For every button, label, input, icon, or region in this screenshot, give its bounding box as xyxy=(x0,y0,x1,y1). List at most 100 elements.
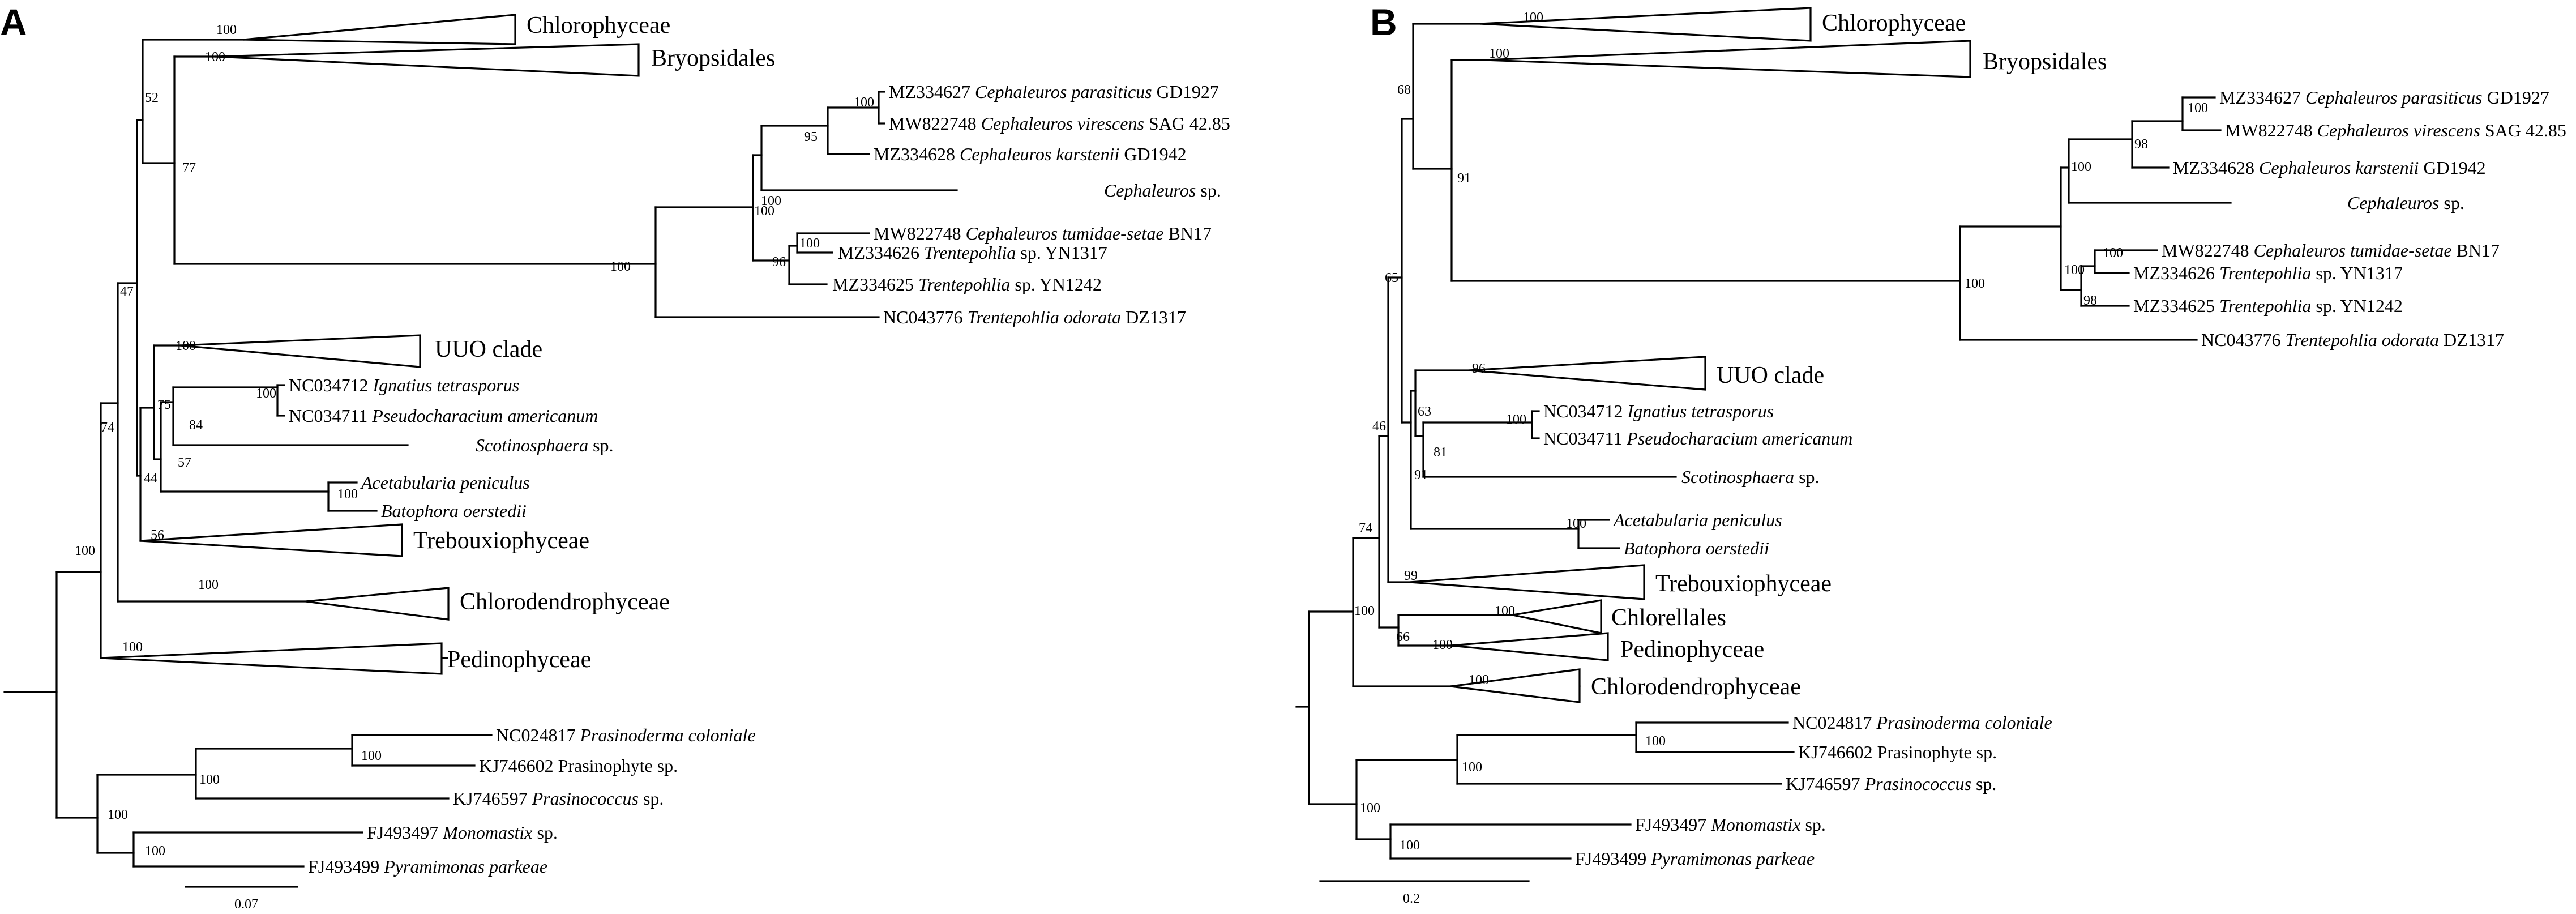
panel-letter: A xyxy=(0,1,27,43)
taxon-name-text: KJ746597 xyxy=(453,788,532,809)
clade-label: Trebouxiophyceae xyxy=(1655,571,1832,597)
taxon-name-text: MZ334628 xyxy=(2173,157,2259,178)
support-value: 100 xyxy=(754,204,774,219)
clade-label: Bryopsidales xyxy=(1983,49,2107,75)
taxon-name-text: DZ1317 xyxy=(2439,330,2504,350)
support-value: 100 xyxy=(1965,276,1985,291)
taxon-name-text: MZ334626 xyxy=(2133,263,2219,283)
taxon-name-text: KJ746597 xyxy=(1786,774,1865,794)
clade-triangle xyxy=(179,334,421,368)
taxon-name-italic: Pyramimonas parkeae xyxy=(383,856,547,877)
taxon-label: NC034712 Ignatius tetrasporus xyxy=(1543,401,1774,421)
clade-label: Bryopsidales xyxy=(651,45,775,71)
scale-bar-label: 0.07 xyxy=(234,897,258,912)
support-value: 100 xyxy=(2188,101,2208,116)
taxon-name-text: KJ746602 Prasinophyte sp. xyxy=(479,755,678,776)
taxon-label: Scotinosphaera sp. xyxy=(1681,467,1820,487)
support-value: 44 xyxy=(144,471,157,486)
taxon-label: FJ493499 Pyramimonas parkeae xyxy=(1575,848,1815,869)
taxon-label: MW822748 Cephaleuros tumidae-setae BN17 xyxy=(874,223,1212,244)
taxon-label: NC024817 Prasinoderma coloniale xyxy=(1792,712,2052,733)
clade-label: Chlorodendrophyceae xyxy=(460,589,670,615)
support-value: 100 xyxy=(1432,638,1453,652)
taxon-name-italic: Trentepohlia xyxy=(924,242,1016,263)
support-value: 100 xyxy=(145,844,165,859)
taxon-name-italic: Batophora oerstedii xyxy=(381,501,527,521)
clade-triangle xyxy=(1468,356,1706,391)
support-values: 100 100 52 77 100 95 100 100 96 100 100 … xyxy=(75,23,874,859)
taxon-name-text: MW822748 xyxy=(2225,120,2317,140)
taxon-label: Batophora oerstedii xyxy=(1624,538,1769,558)
taxon-name-text: GD1942 xyxy=(2419,157,2485,178)
taxon-label: Acetabularia peniculus xyxy=(360,472,530,493)
taxon-name-text: MW822748 xyxy=(889,113,981,134)
taxon-name-text: sp. xyxy=(1196,180,1221,200)
taxon-name-italic: Prasinococcus xyxy=(1864,774,1971,794)
support-value: 100 xyxy=(75,544,95,558)
taxon-name-text: NC024817 xyxy=(1792,712,1876,733)
support-value: 100 xyxy=(199,772,220,787)
support-value: 100 xyxy=(361,749,382,763)
support-value: 81 xyxy=(1434,445,1447,460)
taxon-label: KJ746602 Prasinophyte sp. xyxy=(1798,742,1997,762)
support-value: 100 xyxy=(205,50,225,65)
taxon-label: MW822748 Cephaleuros tumidae-setae BN17 xyxy=(2162,240,2500,260)
taxon-name-italic: Cephaleuros tumidae-setae xyxy=(2254,240,2452,260)
clade-triangle xyxy=(1512,599,1602,634)
clade-triangle xyxy=(1450,668,1581,703)
taxon-label: MZ334626 Trentepohlia sp. YN1317 xyxy=(2133,263,2403,283)
taxon-name-italic: Acetabularia peniculus xyxy=(1612,510,1782,530)
taxon-name-text: sp. xyxy=(532,822,557,843)
taxon-label: MZ334625 Trentepohlia sp. YN1242 xyxy=(832,274,1102,294)
support-value: 100 xyxy=(256,386,276,401)
taxon-name-italic: Cephaleuros parasiticus xyxy=(975,82,1152,102)
clade-label: Trebouxiophyceae xyxy=(413,528,589,554)
taxon-label: NC034711 Pseudocharacium americanum xyxy=(1543,428,1852,449)
taxon-name-italic: Trentepohlia xyxy=(2219,296,2311,316)
taxon-label: NC043776 Trentepohlia odorata DZ1317 xyxy=(2201,330,2504,350)
taxon-name-text: KJ746602 Prasinophyte sp. xyxy=(1798,742,1997,762)
taxon-name-italic: Cephaleuros xyxy=(2347,193,2439,213)
support-value: 100 xyxy=(854,95,874,110)
taxon-name-italic: Monomastix xyxy=(1710,814,1800,835)
taxon-label: FJ493497 Monomastix sp. xyxy=(367,822,558,843)
clade-label: Chlorodendrophyceae xyxy=(1591,674,1801,700)
taxon-label: MZ334627 Cephaleuros parasiticus GD1927 xyxy=(2219,87,2549,108)
support-value: 100 xyxy=(1462,760,1482,775)
taxon-label: MW822748 Cephaleuros virescens SAG 42.85 xyxy=(889,113,1230,134)
support-value: 100 xyxy=(176,339,196,353)
taxon-label: MZ334625 Trentepohlia sp. YN1242 xyxy=(2133,296,2403,316)
clade-triangle xyxy=(1484,40,1971,78)
clade-triangle xyxy=(1479,7,1812,42)
taxon-label: Cephaleuros sp. xyxy=(2347,193,2464,213)
support-value: 100 xyxy=(761,194,781,208)
clade-triangle xyxy=(243,14,516,45)
taxon-label: KJ746597 Prasinococcus sp. xyxy=(1786,774,1996,794)
taxon-name-text: SAG 42.85 xyxy=(1144,113,1230,134)
support-value: 100 xyxy=(610,259,631,274)
support-value: 77 xyxy=(182,161,196,176)
taxon-name-text: BN17 xyxy=(2452,240,2500,260)
taxon-name-text: MW822748 xyxy=(2162,240,2254,260)
taxon-name-italic: Trentepohlia odorata xyxy=(2285,330,2439,350)
taxon-name-text: sp. xyxy=(588,435,613,455)
taxon-name-text: sp. xyxy=(639,788,664,809)
clade-triangle xyxy=(1409,564,1645,600)
support-value: 91 xyxy=(1457,171,1471,186)
taxon-label: NC043776 Trentepohlia odorata DZ1317 xyxy=(883,307,1186,327)
taxon-name-text: NC034711 xyxy=(289,405,372,426)
taxon-name-text: NC034711 xyxy=(1543,428,1627,449)
taxon-name-italic: Cephaleuros karstenii xyxy=(2259,157,2419,178)
support-value: 100 xyxy=(2071,160,2091,174)
taxon-name-text: FJ493497 xyxy=(1635,814,1711,835)
taxon-name-text: BN17 xyxy=(1164,223,1212,244)
support-value: 46 xyxy=(1372,419,1386,434)
taxon-name-italic: Pseudocharacium americanum xyxy=(371,405,598,426)
support-value: 100 xyxy=(216,23,237,37)
taxon-name-italic: Cephaleuros xyxy=(1104,180,1196,200)
support-value: 65 xyxy=(1385,271,1398,285)
taxon-label: MZ334628 Cephaleuros karstenii GD1942 xyxy=(2173,157,2486,178)
taxon-name-text: sp. YN1242 xyxy=(1010,274,1101,294)
support-value: 100 xyxy=(1645,734,1666,749)
support-value: 68 xyxy=(1397,83,1411,97)
